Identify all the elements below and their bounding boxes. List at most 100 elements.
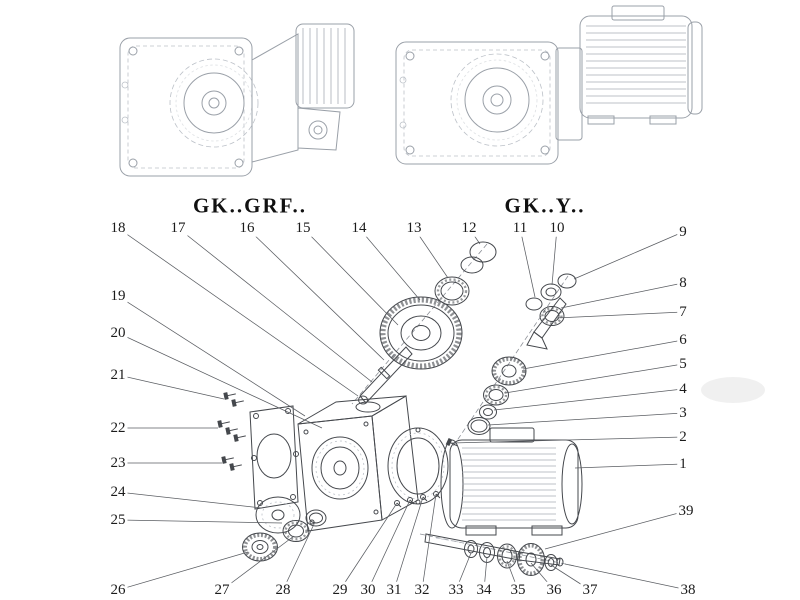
leader-line-39 [544, 510, 687, 550]
part-number-31: 31 [384, 581, 404, 599]
part-number-2: 2 [677, 428, 689, 446]
leader-line-11 [519, 227, 536, 298]
part-number-25: 25 [108, 511, 128, 529]
electric-motor-1 [440, 427, 583, 536]
fin-lines-left-unit [302, 28, 346, 104]
leader-line-6 [522, 339, 684, 370]
motor-fin-lines [462, 447, 556, 521]
part-number-9: 9 [677, 223, 689, 241]
shaft-16-17-18 [358, 346, 413, 405]
leader-line-15 [302, 227, 399, 326]
rings-9-10-11 [525, 273, 577, 311]
leader-line-9 [573, 231, 684, 280]
part-number-19: 19 [108, 287, 128, 305]
gear-36 [517, 543, 545, 576]
leader-line-25 [117, 519, 283, 524]
part-number-22: 22 [108, 419, 128, 437]
gear-housing [297, 395, 419, 532]
leader-line-1 [574, 463, 684, 469]
leader-line-31 [393, 496, 424, 591]
part-number-38: 38 [678, 581, 698, 599]
leader-line-27 [221, 535, 295, 591]
part-number-29: 29 [330, 581, 350, 599]
part-number-15: 15 [293, 219, 313, 237]
leader-line-16 [246, 227, 385, 361]
part-number-32: 32 [412, 581, 432, 599]
part-number-13: 13 [404, 219, 424, 237]
part-number-4: 4 [677, 380, 689, 398]
helical-gear-14-15 [379, 296, 463, 370]
rear-flange-plate [249, 405, 299, 510]
fasteners-29-32 [394, 491, 441, 508]
part-number-1: 1 [677, 455, 689, 473]
bearing-13 [434, 276, 470, 306]
ring-28 [305, 509, 327, 527]
bearing-35 [497, 543, 517, 569]
leader-line-14 [358, 227, 421, 301]
part-number-6: 6 [677, 331, 689, 349]
part-number-5: 5 [677, 355, 689, 373]
leader-line-8 [560, 282, 684, 309]
bolt-2 [445, 437, 458, 447]
leader-line-3 [487, 412, 684, 426]
part-number-33: 33 [446, 581, 466, 599]
part-number-11: 11 [510, 219, 530, 237]
seal-ring-3 [467, 417, 491, 435]
part-number-27: 27 [212, 581, 232, 599]
retaining-rings-12 [460, 241, 497, 274]
bevel-pinion-7-bearing-8 [526, 297, 567, 350]
part-number-37: 37 [580, 581, 600, 599]
part-number-30: 30 [358, 581, 378, 599]
leader-line-7 [555, 311, 684, 319]
assembled-unit-gk-y [395, 5, 703, 165]
part-number-16: 16 [237, 219, 257, 237]
leader-line-17 [177, 227, 373, 383]
gear-6 [491, 356, 527, 386]
bearing-5 [483, 384, 509, 406]
leader-line-24 [117, 491, 263, 509]
model-label-gk-y: GK..Y.. [504, 193, 586, 218]
gear-26 [242, 532, 278, 562]
leader-line-13 [413, 227, 449, 279]
part-number-21: 21 [108, 366, 128, 384]
washer-37 [544, 554, 558, 571]
leader-lines [117, 227, 689, 591]
part-number-35: 35 [508, 581, 528, 599]
bolts-21-22-23 [217, 392, 246, 471]
assembled-unit-gk-grf [119, 23, 355, 177]
part-number-8: 8 [677, 274, 689, 292]
model-label-gk-grf: GK..GRF.. [192, 193, 308, 218]
part-number-39: 39 [676, 502, 696, 520]
motor-adapter-flange [387, 427, 449, 505]
part-number-17: 17 [168, 219, 188, 237]
part-number-28: 28 [273, 581, 293, 599]
part-number-12: 12 [459, 219, 479, 237]
part-number-34: 34 [474, 581, 494, 599]
leader-line-28 [282, 521, 316, 591]
part-number-14: 14 [349, 219, 369, 237]
output-axis [419, 533, 576, 567]
leader-line-38 [564, 563, 689, 591]
part-number-26: 26 [108, 581, 128, 599]
bearing-27 [282, 520, 310, 542]
leader-line-4 [493, 388, 684, 411]
leader-line-5 [504, 363, 684, 394]
leader-line-20 [117, 332, 323, 429]
part-number-18: 18 [108, 219, 128, 237]
input-gear-axis [351, 243, 488, 405]
locknut-4 [479, 404, 497, 420]
leader-line-19 [117, 295, 306, 417]
leader-line-26 [117, 551, 249, 591]
leader-line-21 [117, 374, 225, 400]
part-number-23: 23 [108, 454, 128, 472]
leader-line-32 [421, 493, 437, 591]
end-cover-24 [255, 496, 301, 534]
part-number-10: 10 [547, 219, 567, 237]
part-number-3: 3 [677, 404, 689, 422]
leader-line-30 [367, 499, 411, 591]
leader-line-10 [551, 227, 558, 286]
part-number-24: 24 [108, 483, 128, 501]
leader-line-2 [451, 436, 684, 444]
